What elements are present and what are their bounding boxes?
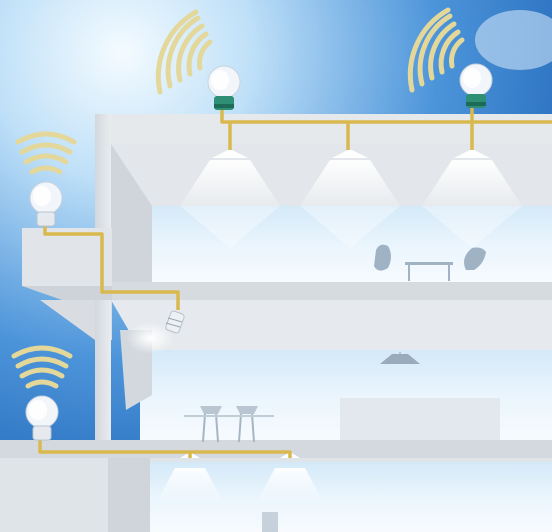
cloud [475,10,552,70]
light-tube-collector-icon [207,65,241,110]
light-guide-cables [38,108,552,458]
light-tube-collector-icon [459,63,493,108]
dining-furniture [184,406,274,443]
ceiling-lamp-icon [332,150,368,158]
ceiling-lamp-icon [454,150,490,158]
sunlight-wave-icon [155,9,213,95]
sunlight-wave-icon [407,7,465,93]
light-tube-collector-icon [29,181,63,227]
building-upper-floor [95,114,552,300]
sunlight-wave-icon [15,131,77,175]
wall-lamp-icon [126,310,185,354]
basement-light-cones [158,452,322,532]
sunlight-wave-icon [11,345,73,389]
left-terrace [22,228,112,340]
upper-light-cones [180,160,522,248]
light-tube-collector-icon [25,395,59,441]
ceiling-lamp-icon [212,150,248,158]
lounge-furniture [374,244,486,281]
pendant-lamp-icon [380,352,420,364]
